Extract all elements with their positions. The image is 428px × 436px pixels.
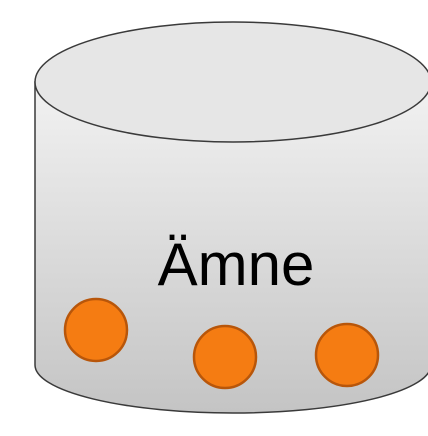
dot-3 <box>314 322 380 388</box>
dot-2 <box>192 324 258 390</box>
cylinder-top <box>34 21 428 143</box>
dot-1 <box>63 297 129 363</box>
cylinder-label: Ämne <box>158 231 315 298</box>
